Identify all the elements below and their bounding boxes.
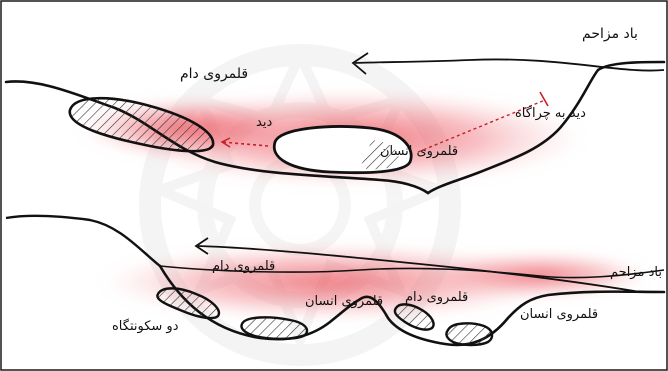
top-view-pasture-label: دید به چراگاه bbox=[515, 105, 586, 121]
two-settlements-label: دو سکونتگاه bbox=[112, 318, 179, 334]
top-pasture-view-tick bbox=[540, 92, 548, 106]
bottom-livestock-right-label: قلمروی دام bbox=[405, 290, 468, 305]
bottom-ground-line bbox=[6, 216, 160, 266]
bottom-wind-label: باد مزاحم bbox=[610, 265, 662, 280]
bottom-human-right-label: قلمروی انسان bbox=[520, 307, 598, 322]
bottom-human-zone-right bbox=[446, 323, 492, 345]
top-wind-label: باد مزاحم bbox=[582, 26, 638, 42]
bottom-livestock-left-label: قلمروی دام bbox=[212, 259, 275, 274]
top-livestock-label: قلمروی دام bbox=[180, 66, 248, 82]
bottom-human-zone-left bbox=[242, 317, 308, 339]
bottom-human-left-label: قلمروی انسان bbox=[305, 294, 383, 309]
top-view-label: دید bbox=[256, 115, 272, 130]
